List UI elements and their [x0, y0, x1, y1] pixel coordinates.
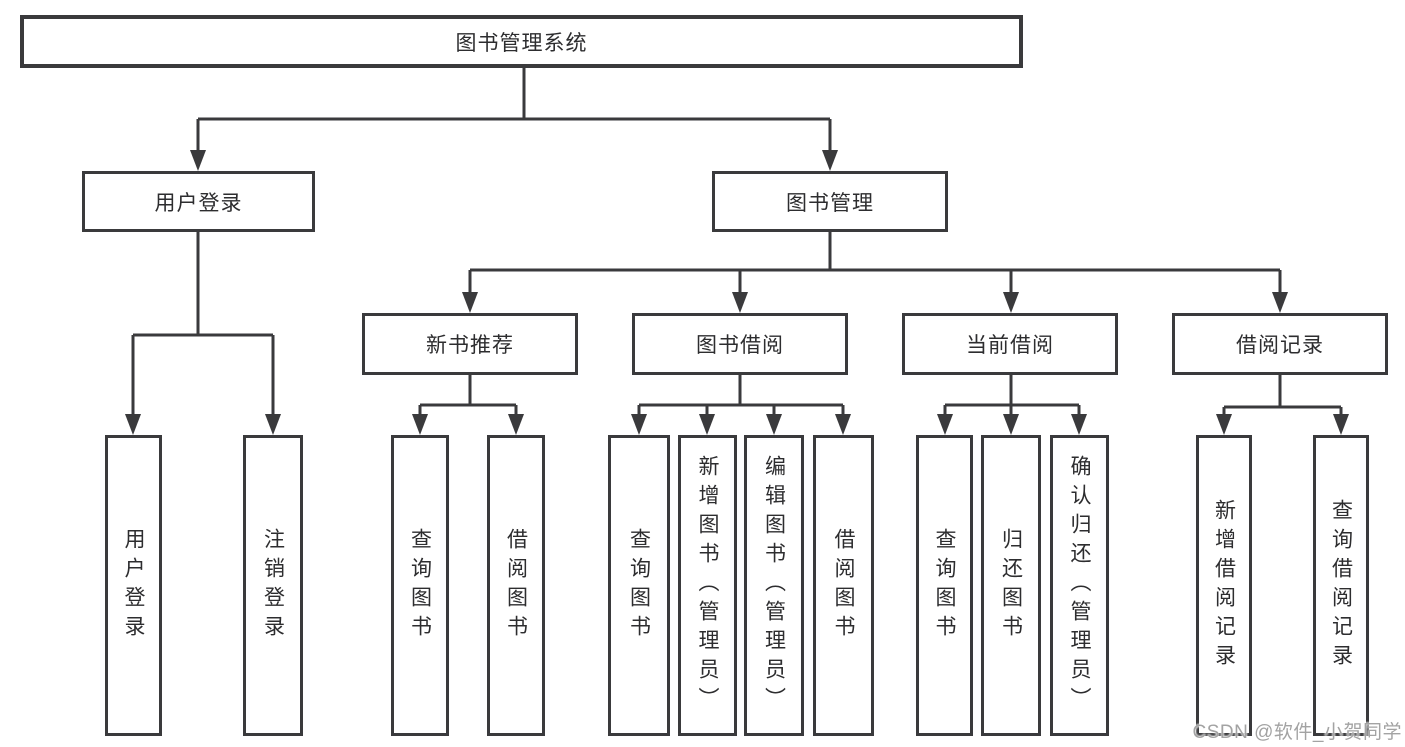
- arrow-icon: [766, 414, 782, 435]
- arrow-icon: [265, 414, 281, 435]
- arrow-icon: [1333, 414, 1349, 435]
- arrow-icon: [1071, 414, 1087, 435]
- leaf-add-books-admin: 新增图书（管理员）: [678, 435, 737, 736]
- node-label: 查询图书: [408, 527, 432, 644]
- node-user-login: 用户登录: [82, 171, 315, 232]
- leaf-edit-books-admin: 编辑图书（管理员）: [744, 435, 804, 736]
- node-label: 图书借阅: [696, 334, 784, 357]
- node-label: 归还图书: [999, 527, 1023, 644]
- node-label: 新书推荐: [426, 334, 514, 357]
- node-label: 确认归还（管理员）: [1068, 455, 1091, 716]
- node-borrowing-records: 借阅记录: [1172, 313, 1388, 375]
- node-label: 借阅记录: [1236, 334, 1324, 357]
- node-label: 图书管理: [786, 191, 874, 215]
- node-label: 查询借阅记录: [1329, 498, 1353, 673]
- node-label: 用户登录: [154, 191, 243, 215]
- node-label: 借阅图书: [832, 527, 855, 644]
- arrow-icon: [190, 150, 206, 171]
- node-book-borrowing: 图书借阅: [632, 313, 848, 375]
- arrow-icon: [1003, 292, 1019, 313]
- node-new-book-recommend: 新书推荐: [362, 313, 578, 375]
- node-label: 用户登录: [122, 527, 145, 644]
- node-label: 新增借阅记录: [1212, 498, 1236, 673]
- arrow-icon: [1216, 414, 1232, 435]
- node-label: 查询图书: [627, 527, 651, 644]
- leaf-return-books: 归还图书: [981, 435, 1041, 736]
- arrow-icon: [412, 414, 428, 435]
- arrow-icon: [1272, 292, 1288, 313]
- leaf-user-login: 用户登录: [105, 435, 162, 736]
- leaf-query-borrow-record: 查询借阅记录: [1313, 435, 1369, 736]
- leaf-confirm-return-admin: 确认归还（管理员）: [1050, 435, 1109, 736]
- arrow-icon: [822, 150, 838, 171]
- node-label: 注销登录: [261, 527, 285, 644]
- leaf-logout-login: 注销登录: [243, 435, 303, 736]
- arrow-icon: [462, 292, 478, 313]
- arrow-icon: [937, 414, 953, 435]
- leaf-borrow-books-borrowing: 借阅图书: [813, 435, 874, 736]
- arrow-icon: [631, 414, 647, 435]
- arrow-icon: [1003, 414, 1019, 435]
- node-label: 借阅图书: [504, 527, 528, 644]
- node-label: 查询图书: [933, 527, 956, 644]
- leaf-borrow-books-recommend: 借阅图书: [487, 435, 545, 736]
- node-label: 当前借阅: [966, 334, 1054, 357]
- node-current-borrowing: 当前借阅: [902, 313, 1118, 375]
- leaf-add-borrow-record: 新增借阅记录: [1196, 435, 1252, 736]
- node-library-management-system: 图书管理系统: [20, 15, 1023, 68]
- leaf-query-books-recommend: 查询图书: [391, 435, 449, 736]
- arrow-icon: [732, 292, 748, 313]
- arrow-icon: [508, 414, 524, 435]
- arrow-icon: [699, 414, 715, 435]
- node-book-management: 图书管理: [712, 171, 948, 232]
- leaf-query-books-current: 查询图书: [916, 435, 973, 736]
- arrow-icon: [835, 414, 851, 435]
- node-label: 新增图书（管理员）: [696, 455, 719, 716]
- arrow-icon: [125, 414, 141, 435]
- leaf-query-books-borrowing: 查询图书: [608, 435, 670, 736]
- csdn-watermark: CSDN @软件_小贺同学: [1192, 722, 1402, 743]
- node-label: 编辑图书（管理员）: [762, 455, 786, 716]
- node-label: 图书管理系统: [455, 31, 588, 55]
